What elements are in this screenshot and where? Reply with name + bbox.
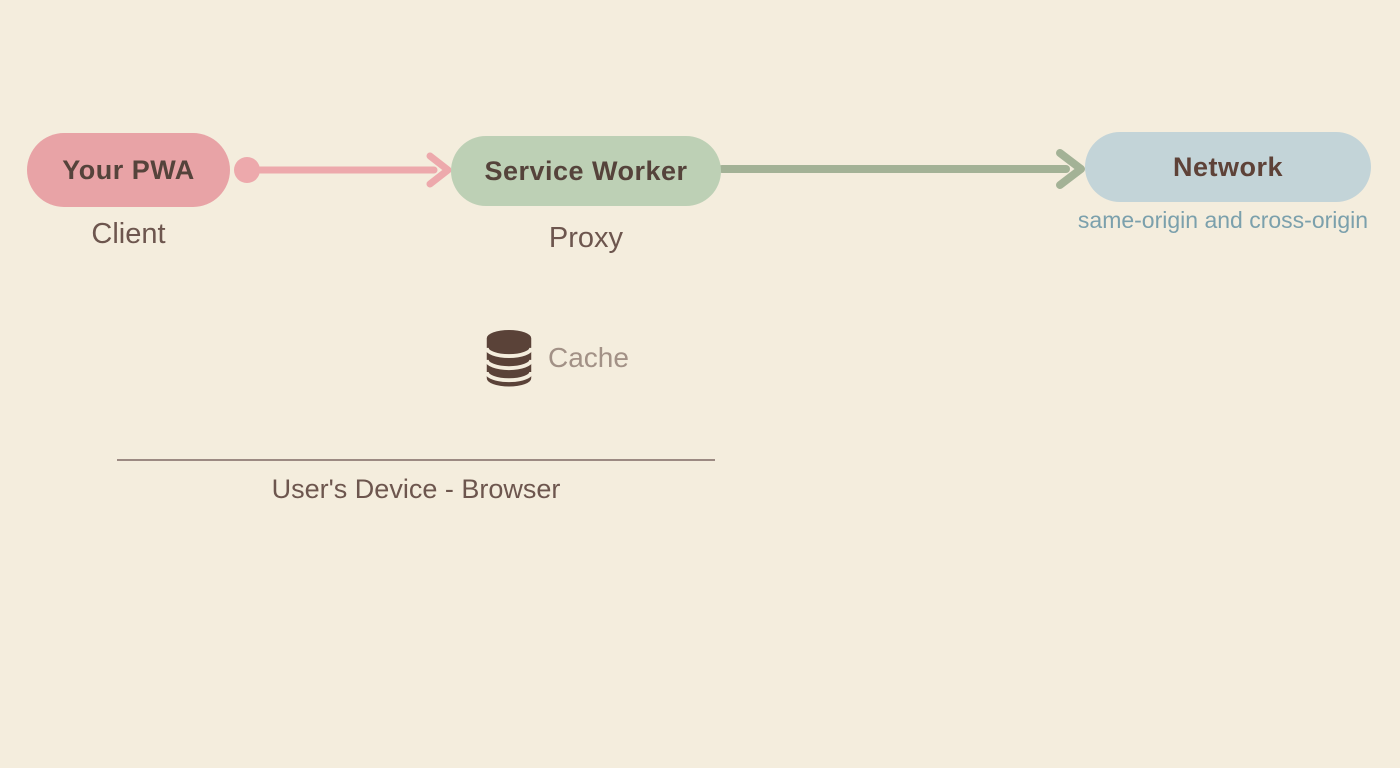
cache-group: Cache	[485, 329, 629, 387]
pwa-to-service-worker-arrow	[234, 152, 452, 188]
device-boundary-line	[117, 459, 715, 461]
device-boundary-label: User's Device - Browser	[271, 474, 561, 504]
arrow-start-dot	[234, 157, 260, 183]
database-icon	[485, 329, 533, 387]
cache-label: Cache	[548, 342, 629, 373]
node-your-pwa: Your PWA	[27, 133, 230, 207]
node-service-worker-label: Service Worker	[484, 155, 688, 186]
node-network-label: Network	[1172, 151, 1284, 182]
node-network: Network	[1085, 132, 1371, 202]
node-service-worker: Service Worker	[451, 136, 721, 206]
node-service-worker-sublabel: Proxy	[548, 222, 624, 254]
node-network-sublabel: same-origin and cross-origin	[1077, 207, 1369, 233]
node-your-pwa-label: Your PWA	[62, 154, 195, 185]
node-your-pwa-sublabel: Client	[91, 218, 166, 250]
service-worker-to-network-arrow	[718, 149, 1085, 189]
